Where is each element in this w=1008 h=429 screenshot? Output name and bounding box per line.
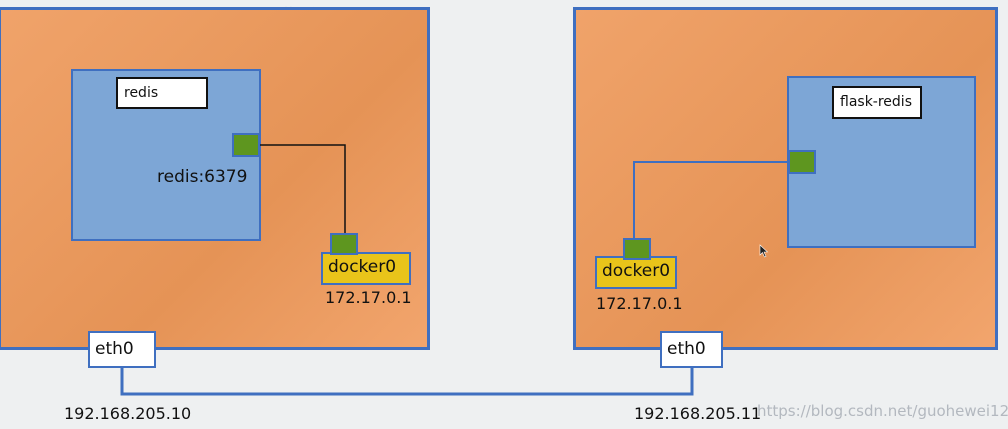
eth0-left: eth0 [88,331,156,368]
veth-port-flask-redis [788,150,816,174]
docker0-port-right [623,238,651,260]
veth-port-redis [232,133,260,157]
watermark-bottom: https://blog.csdn.net/guohewei123 [757,402,1008,420]
container-flask-redis-name: flask-redis [832,86,922,119]
docker0-bridge-left: docker0 [321,252,411,285]
mouse-cursor-icon [759,244,769,258]
docker0-ip-right: 172.17.0.1 [596,294,683,313]
docker0-bridge-right: docker0 [595,256,677,289]
wire-eth0-link [120,368,694,396]
eth0-ip-right: 192.168.205.11 [634,404,762,423]
container-redis-name: redis [116,77,208,109]
redis-port-label: redis:6379 [157,167,248,187]
eth0-right: eth0 [660,331,723,368]
docker0-port-left [330,233,358,255]
docker0-ip-left: 172.17.0.1 [325,288,412,307]
eth0-ip-left: 192.168.205.10 [64,404,192,423]
